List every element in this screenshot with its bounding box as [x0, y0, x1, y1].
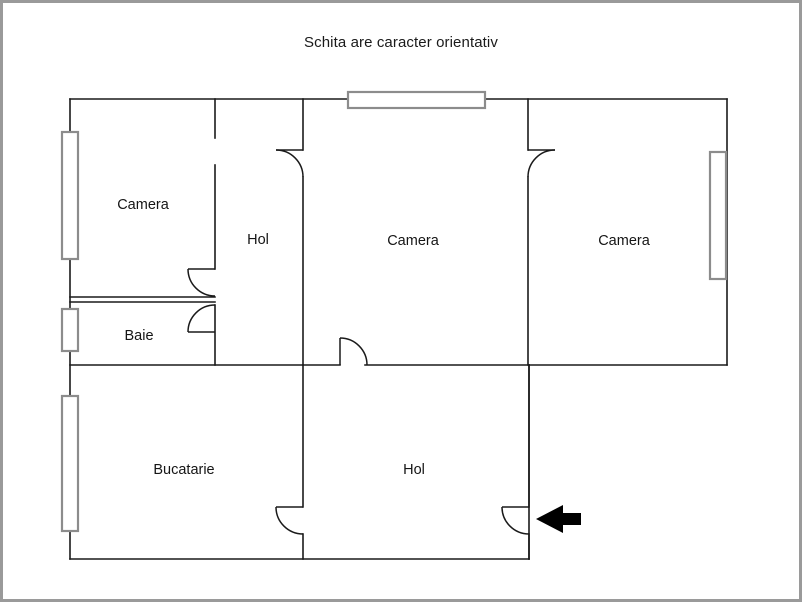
- entrance-arrow: [536, 505, 581, 533]
- windows: [60, 90, 728, 533]
- doors: [187, 149, 556, 535]
- door-camera-right-top: [527, 149, 556, 178]
- room-label-camera-right: Camera: [598, 233, 650, 249]
- window-left-baie: [60, 307, 80, 353]
- room-label-camera-center: Camera: [387, 233, 439, 249]
- door-bucatarie: [275, 506, 304, 535]
- window-right-camera: [708, 150, 728, 281]
- room-label-hol-lower: Hol: [403, 462, 425, 478]
- walls: [69, 98, 728, 560]
- window-left-camera: [60, 130, 80, 261]
- room-label-bucatarie: Bucatarie: [153, 462, 215, 478]
- door-camera-baie: [187, 268, 216, 297]
- door-camera-hol-lower: [339, 337, 368, 366]
- door-entrance: [501, 506, 530, 535]
- room-label-camera-top-left: Camera: [117, 197, 169, 213]
- door-hol-camera-top: [275, 149, 304, 178]
- page-title: Schita are caracter orientativ: [304, 34, 498, 51]
- window-left-kitchen: [60, 394, 80, 533]
- door-baie: [187, 304, 216, 333]
- room-label-baie: Baie: [124, 328, 154, 344]
- window-top: [346, 90, 487, 110]
- room-label-hol-upper: Hol: [247, 232, 269, 248]
